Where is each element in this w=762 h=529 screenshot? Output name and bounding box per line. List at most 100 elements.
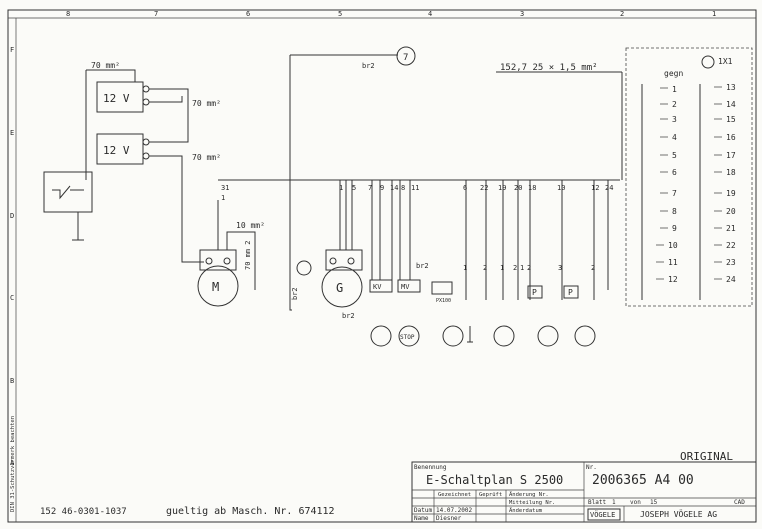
sensor-label: PX100 <box>436 298 451 304</box>
sheet-border <box>7 9 757 523</box>
terminal: 23 <box>726 258 736 267</box>
indicator-symbols: STOP <box>370 325 596 347</box>
cable-label: 70 mm 2 <box>244 240 252 270</box>
sheet-total: 15 <box>650 499 658 506</box>
generator-label: G <box>336 281 343 295</box>
row-letter: E <box>10 129 14 137</box>
battery-link-wire <box>149 88 189 143</box>
sensor-wires <box>465 180 609 300</box>
terminal: 4 <box>672 133 677 142</box>
relay-wires <box>371 180 411 280</box>
number-label: Nr. <box>586 464 597 471</box>
terminal: 21 <box>726 224 736 233</box>
document-code: 152 46-0301-1037 <box>40 507 127 517</box>
battery-1: 12 V <box>96 81 150 113</box>
terminal: 2 <box>672 100 677 109</box>
terminal: 24 <box>726 275 736 284</box>
mv-relay <box>397 279 421 293</box>
px100-sensor <box>431 281 453 295</box>
row-letter: C <box>10 294 14 302</box>
title-block-label: Gezeichnet <box>438 492 471 498</box>
terminal-block-label: gegn <box>664 69 683 78</box>
terminal: 14 <box>726 100 736 109</box>
wire-number: 8 <box>401 184 405 192</box>
sensor-icon <box>296 260 312 276</box>
starter-motor: M <box>197 249 239 307</box>
validity-note: gueltig ab Masch. Nr. 674112 <box>166 506 335 517</box>
switch-number: 1 <box>463 264 467 272</box>
cable-spec: 152,7 25 × 1,5 mm² <box>500 63 598 73</box>
terminal-column-left: 1 2 3 4 5 6 7 8 9 10 11 12 <box>668 85 678 284</box>
wire-color-label: br2 <box>416 262 429 270</box>
drafter-name: Diesner <box>436 515 462 522</box>
engine-icon <box>370 325 392 347</box>
row-letter: A <box>10 459 15 467</box>
wire-number: 31 <box>221 184 229 192</box>
title-block-label: Mitteilung Nr. <box>509 500 555 506</box>
terminal: 16 <box>726 133 736 142</box>
wire-number: 7 <box>368 184 372 192</box>
terminal-bus <box>641 84 701 300</box>
wire-color-label: br2 <box>362 62 375 70</box>
battery-wire <box>149 96 183 103</box>
title-block-label: Änderdatum <box>509 507 543 514</box>
oil-pressure-icon <box>493 325 515 347</box>
column-numbers: 8 7 6 5 4 3 2 1 <box>66 10 716 18</box>
column-number: 3 <box>520 10 524 18</box>
terminal: 13 <box>726 83 736 92</box>
ground-symbol <box>701 55 715 69</box>
cable-label: 70 mm² <box>192 153 221 162</box>
harness-line <box>496 71 623 180</box>
switch-number: 3 <box>558 264 562 272</box>
title-label: Benennung <box>414 464 447 471</box>
sheet-label: von <box>630 499 641 506</box>
column-number: 7 <box>154 10 158 18</box>
reference-7-circle <box>396 46 416 66</box>
motor-label: M <box>212 280 219 294</box>
terminal: 12 <box>668 275 678 284</box>
reference-number: 7 <box>403 53 408 63</box>
relay-label: KV <box>373 283 382 291</box>
switch-number: 2 <box>527 264 531 272</box>
drawing-title: E-Schaltplan S 2500 <box>426 473 563 487</box>
column-number: 2 <box>620 10 624 18</box>
terminal: 18 <box>726 168 736 177</box>
terminal: 8 <box>672 207 677 216</box>
terminal: 3 <box>672 115 677 124</box>
battery-minus-wire <box>149 155 204 263</box>
column-number: 4 <box>428 10 432 18</box>
terminal-block-1X1: gegn 1X1 <box>625 47 753 307</box>
side-note: DIN 31-Schutzvermerk beachten <box>10 416 16 512</box>
pressure-label: P <box>532 288 537 297</box>
wire-color-label: br2 <box>342 312 355 320</box>
terminal: 5 <box>672 151 677 160</box>
row-letter: F <box>10 46 14 54</box>
ground-wire <box>289 54 398 311</box>
terminal-column-right: 13 14 15 16 17 18 19 20 21 22 23 24 <box>726 83 736 284</box>
wire-number: 24 <box>605 184 613 192</box>
wire-number: 14 <box>390 184 398 192</box>
motor-wire <box>226 231 256 290</box>
terminal: 22 <box>726 241 736 250</box>
column-number: 5 <box>338 10 342 18</box>
terminal: 19 <box>726 189 736 198</box>
row-letter: B <box>10 377 14 385</box>
wire-number: 22 <box>480 184 488 192</box>
thermometer-icon <box>467 326 473 343</box>
cable-label: 70 mm² <box>91 61 120 70</box>
wire-number: 1 <box>221 194 225 202</box>
battery-label: 12 V <box>103 144 130 157</box>
switch-number: 1 <box>520 264 524 272</box>
terminal-ticks-left <box>656 87 668 280</box>
terminal: 10 <box>668 241 678 250</box>
terminal: 7 <box>672 189 677 198</box>
wire-number: 1 <box>339 184 343 192</box>
wire-number: 9 <box>380 184 384 192</box>
sheet-number: 1 <box>612 499 616 506</box>
title-block-label: Name <box>414 515 429 522</box>
title-block-label: Datum <box>414 507 432 514</box>
cable-label: 70 mm² <box>192 99 221 108</box>
pressure-label: P <box>568 288 573 297</box>
wire-number: 6 <box>463 184 467 192</box>
